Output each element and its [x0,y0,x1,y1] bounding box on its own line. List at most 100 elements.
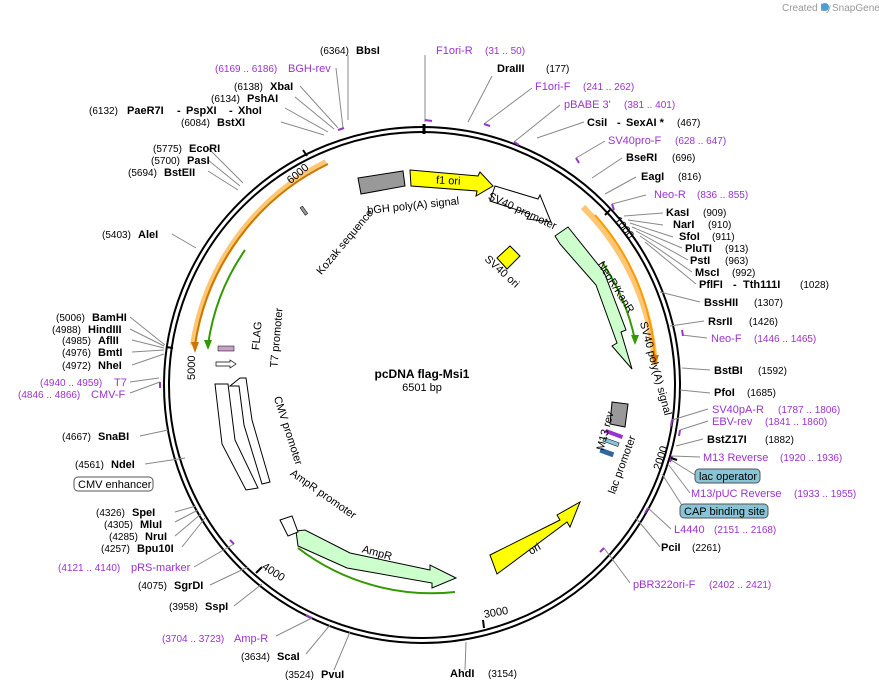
site-pos-pflfi: (1028) [800,280,829,291]
m13-rev-label: M13 rev [595,410,617,452]
neor-orf-line [594,214,656,361]
site-name-nrui: NruI [145,531,167,543]
backbone-outer [163,126,681,644]
ampr-primer-leader [275,617,313,637]
site-pos-pasi: (5700) [151,156,180,167]
site-pos-ndei: (4561) [75,460,104,471]
ecori-leaders [207,147,244,191]
site-name-bmti: BmtI [98,347,122,359]
site-name-paer7i: PaeR7I [127,105,164,117]
site-name-ecori: EcoRI [189,143,220,155]
site-pos-bpu10i: (4257) [101,544,130,555]
t7-promoter-feature [215,359,237,369]
site-pos-bsshii: (1307) [754,298,783,309]
primer-pos-l4440: (2151 .. 2168) [714,525,776,536]
primer-name-sv40pro: SV40pro-F [608,135,661,147]
msi1-orf-line [194,163,329,346]
site-pos-bseri: (696) [672,153,695,164]
sv40-polya-feature [609,401,629,428]
site-pos-pvui: (3524) [285,670,314,681]
cmv-enhancer-box: CMV enhancer [73,476,154,492]
site-pos-bsteii: (5694) [128,168,157,179]
cmv-promoter-feature [228,377,271,485]
sv40pro-leader [575,140,606,159]
cap-site-box: CAP binding site [679,503,769,519]
site-pos-alei: (5403) [102,230,131,241]
site-name-xhoi: XhoI [238,105,262,117]
cmvf-leader [129,377,161,394]
primer-pos-pbr322: (2402 .. 2421) [709,580,771,591]
site-name-bsshii: BssHII [704,297,738,309]
site-name-pasi: PasI [187,155,210,167]
sv40-polya-label: SV40 poly(A) signal [637,320,674,416]
draiii-leader [467,75,493,123]
primer-name-ebv: EBV-rev [712,416,753,428]
neor-leader [611,194,647,205]
primer-pos-t7: (4940 .. 4959) [40,378,102,389]
site-pos-xbai: (6138) [234,82,263,93]
site-name-draiii: DraIII [497,63,525,75]
site-name-pshai: PshAI [247,93,278,105]
snapgene-logo-icon [821,3,829,11]
rsrii-leader [669,320,705,327]
bgh-label: bGH poly(A) signal [367,195,460,217]
primer-name-sv40pa: SV40pA-R [712,404,764,416]
msi1-orf-head [191,342,199,353]
site-pos-draiii: (177) [546,64,569,75]
msi1-inner-head [204,340,212,350]
leader-lines [129,55,711,671]
kasi-leaders [623,212,697,285]
primer-pos-ebv: (1841 .. 1860) [765,417,827,428]
lac-operator-feature [602,437,620,447]
site-name-spei: SpeI [132,507,155,519]
primer-name-t7: T7 [114,377,127,389]
cmv-enhancer-text: CMV enhancer [78,479,152,491]
ndei-leader [144,457,186,465]
ori-label: ori [526,541,543,558]
ampr-promoter-label: AmpR promoter [288,467,359,522]
site-name-pvui: PvuI [321,669,344,681]
site-pos-bmti: (4976) [62,348,91,359]
bseri-leader [591,157,623,179]
msi1-inner-line [207,249,246,346]
primer-pos-pbabe: (381 .. 401) [624,100,675,111]
kozak-feature [299,205,309,216]
site-name-bamhi: BamHI [92,312,127,324]
credit-brand: SnapGene [832,3,879,14]
site-name-bstz17i: BstZ17I [707,434,747,446]
primer-name-f1ori-r: F1ori-R [436,45,473,57]
bgh-polya-feature [357,170,406,195]
lac-operator-box: lac operator [694,468,761,484]
site-pos-aflii: (4985) [62,336,91,347]
kozak-label: Kozak sequence [315,207,376,277]
f1-ori-feature [409,169,494,197]
snabi-leader [139,429,169,437]
credit-prefix: Created by [782,3,831,14]
site-name-ahdi: AhdI [450,668,474,680]
site-pos-pshai: (6134) [211,94,240,105]
primer-name-l4440: L4440 [674,524,705,536]
sv40-promoter-feature [489,185,552,223]
ampr-inner-line [297,547,456,595]
primer-labels: F1ori-R (31 .. 50) F1ori-F (241 .. 262) … [18,45,856,645]
site-name-bpu10i: Bpu10I [137,543,174,555]
site-name-mlui: MluI [140,519,162,531]
cap-site-feature [599,447,615,458]
site-pos-bamhi: (5006) [56,313,85,324]
site-pos-csii: (467) [677,118,700,129]
site-name-kasi: KasI [666,207,689,219]
primer-name-cmvf: CMV-F [91,389,126,401]
primer-pos-prs: (4121 .. 4140) [58,563,120,574]
site-name-snabi: SnaBI [98,431,129,443]
site-pos-scai: (3634) [241,652,270,663]
credit: Created by SnapGene [782,3,879,14]
site-name-sgrdi: SgrDI [174,580,203,592]
primer-pos-bgh: (6169 .. 6186) [215,64,277,75]
site-name-rsrii: RsrII [708,316,732,328]
neof-leader [681,334,708,339]
site-pos-mlui: (4305) [104,520,133,531]
site-labels: (6364) BbsI DraIII (177) CsiI - SexAI * … [52,45,829,681]
site-name-bstxi: BstXI [217,117,245,129]
primer-pos-ampr: (3704 .. 3723) [162,634,224,645]
site-pos-kasi: (909) [703,208,726,219]
